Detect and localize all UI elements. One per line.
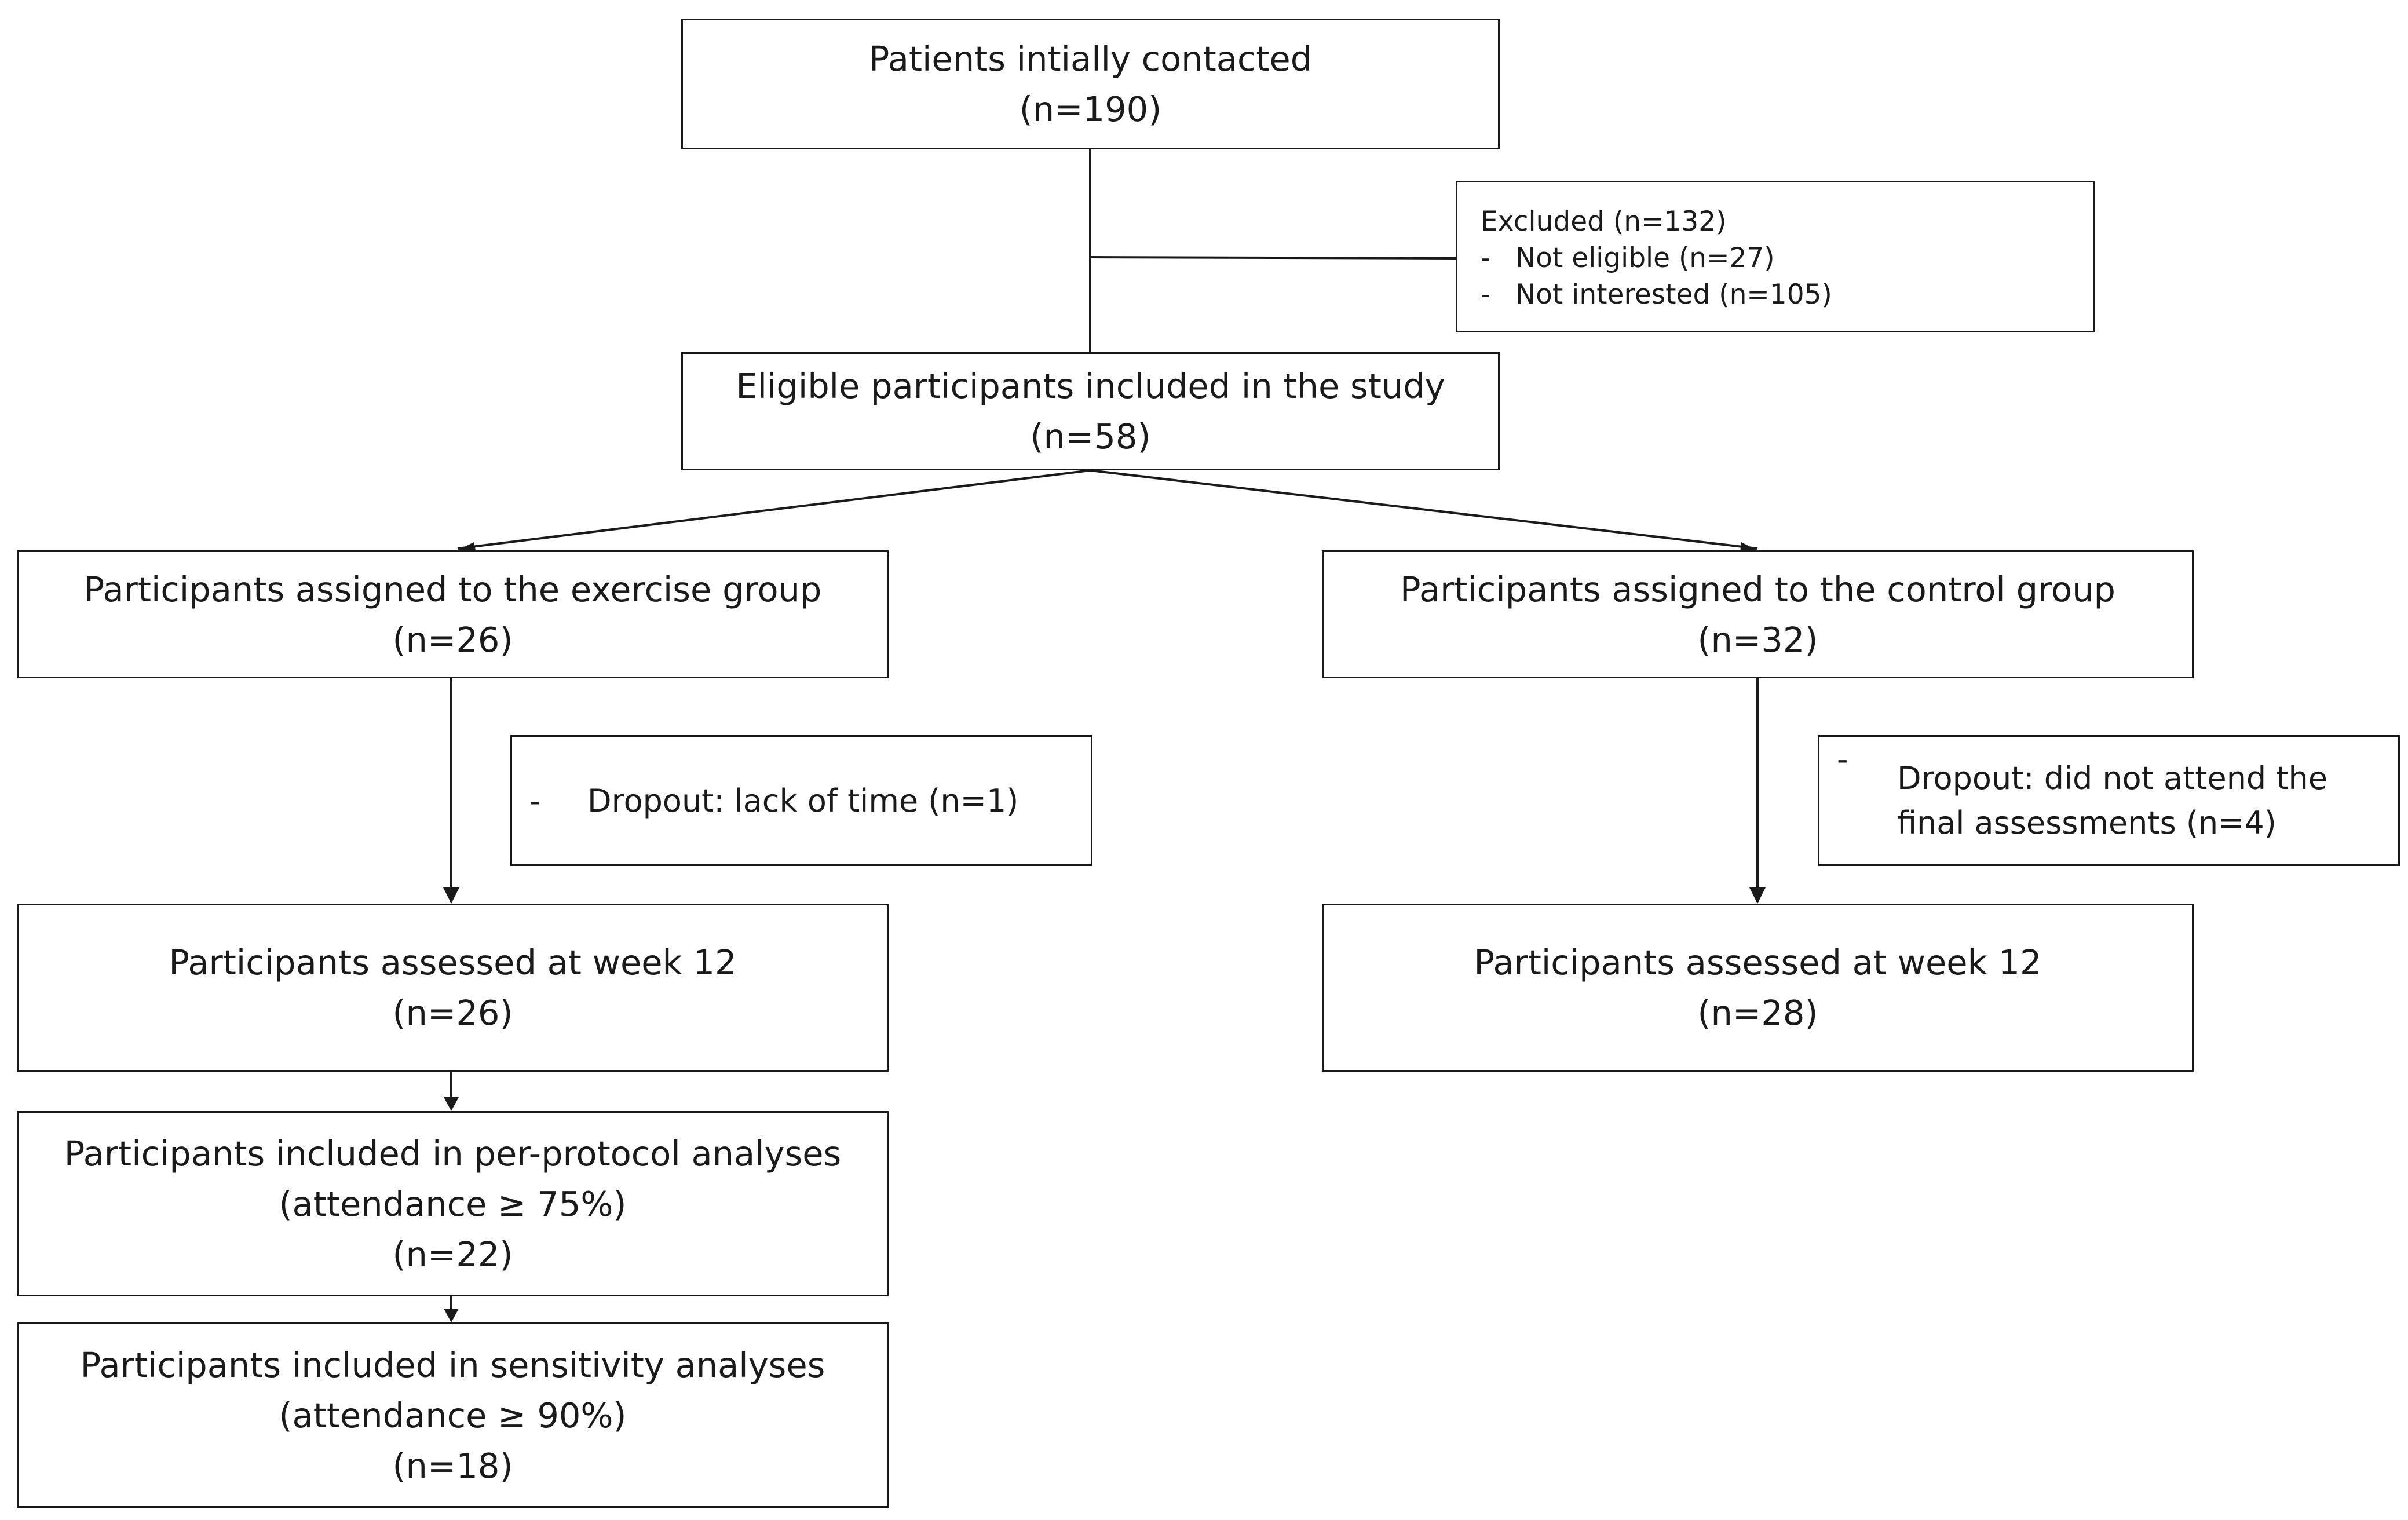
box-initially-contacted: Patients intially contacted (n=190): [681, 19, 1500, 149]
box-control-dropout: - Dropout: did not attend the final asse…: [1818, 735, 2400, 866]
arrowhead-sensitivity: [444, 1309, 459, 1322]
box-per-protocol: Participants included in per-protocol an…: [17, 1111, 889, 1296]
bullet-dash: -: [1837, 741, 1848, 777]
bullet-dash: -: [1481, 242, 1490, 274]
box-count: (n=190): [1019, 89, 1162, 129]
bullet-dash: -: [529, 782, 541, 819]
box-count: (n=26): [392, 619, 513, 660]
box-control-group: Participants assigned to the control gro…: [1322, 550, 2194, 678]
box-count: (n=22): [392, 1234, 513, 1274]
arrow-to-control-group: [1090, 469, 1758, 550]
box-label: Participants assigned to the control gro…: [1400, 569, 2115, 609]
box-criterion: (attendance ≥ 90%): [279, 1395, 627, 1435]
bullet-dash: -: [1481, 279, 1490, 310]
box-control-week12: Participants assessed at week 12 (n=28): [1322, 904, 2194, 1072]
arrowhead-per-protocol: [444, 1097, 459, 1111]
box-sensitivity: Participants included in sensitivity ana…: [17, 1322, 889, 1508]
box-label: Participants included in sensitivity ana…: [80, 1344, 825, 1385]
arrow-to-exercise-group: [457, 469, 1091, 550]
box-exercise-group: Participants assigned to the exercise gr…: [17, 550, 889, 678]
box-label: Participants included in per-protocol an…: [64, 1133, 842, 1174]
box-count: (n=28): [1697, 993, 1818, 1033]
box-criterion: (attendance ≥ 75%): [279, 1183, 627, 1224]
connector-to-excluded: [1090, 256, 1456, 260]
box-count: (n=58): [1030, 416, 1151, 456]
arrowhead-control-week12: [1749, 887, 1766, 904]
box-label: Participants assessed at week 12: [169, 942, 737, 982]
arrowhead-control-group: [1740, 542, 1757, 553]
excluded-item: - Not interested (n=105): [1481, 276, 2093, 313]
box-count: (n=32): [1697, 619, 1818, 660]
dropout-text: Dropout: lack of time (n=1): [587, 782, 1019, 819]
box-eligible-participants: Eligible participants included in the st…: [681, 352, 1500, 470]
dropout-text: Dropout: did not attend the final assess…: [1897, 760, 2327, 841]
arrowhead-exercise-group: [458, 542, 476, 553]
box-exercise-week12: Participants assessed at week 12 (n=26): [17, 904, 889, 1072]
arrowhead-exercise-week12: [443, 887, 459, 904]
box-label: Patients intially contacted: [868, 39, 1313, 79]
excluded-item: - Not eligible (n=27): [1481, 240, 2093, 276]
box-excluded: Excluded (n=132) - Not eligible (n=27) -…: [1456, 181, 2095, 332]
box-count: (n=26): [392, 993, 513, 1033]
box-label: Participants assessed at week 12: [1474, 942, 2042, 982]
box-count: (n=18): [392, 1445, 513, 1486]
box-label: Participants assigned to the exercise gr…: [83, 569, 822, 609]
box-label: Eligible participants included in the st…: [736, 366, 1445, 406]
box-exercise-dropout: - Dropout: lack of time (n=1): [510, 735, 1092, 866]
excluded-title: Excluded (n=132): [1481, 206, 1727, 237]
